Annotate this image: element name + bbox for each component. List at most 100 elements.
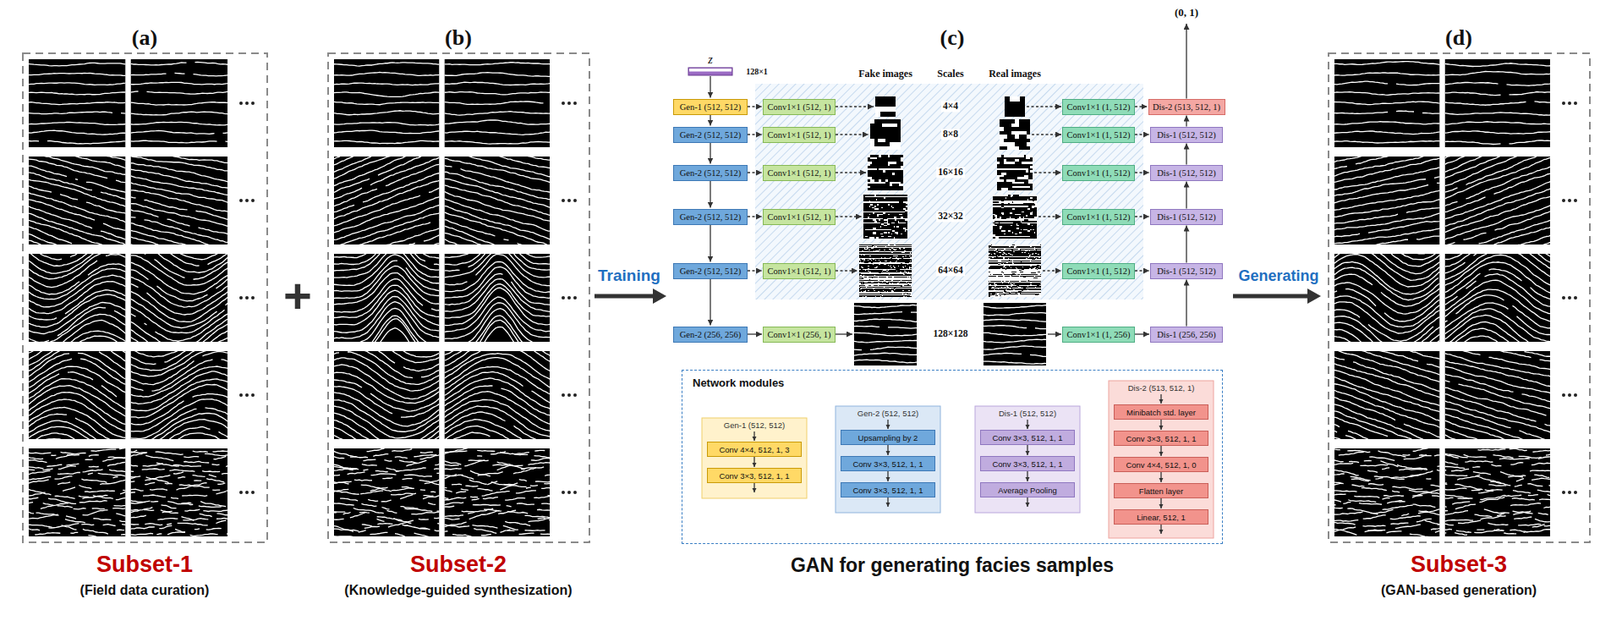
bedding-line xyxy=(1545,423,1551,426)
facies-pixel xyxy=(910,293,913,296)
bedding-line xyxy=(88,465,99,468)
bedding-line xyxy=(1426,363,1441,368)
facies-pixel xyxy=(992,213,996,216)
image-ground xyxy=(28,350,127,439)
bedding-line xyxy=(1362,525,1386,527)
bedding-line xyxy=(444,239,551,245)
image-ground xyxy=(131,448,229,537)
facies-pixel xyxy=(871,236,875,239)
facies-pixel xyxy=(863,253,866,256)
facies-pixel xyxy=(895,260,898,263)
bedding-line xyxy=(1445,92,1502,96)
bedding-line xyxy=(42,468,53,471)
facies-pixel xyxy=(868,292,877,295)
bedding-line xyxy=(382,477,393,479)
bedding-line xyxy=(444,448,469,454)
bedding-line xyxy=(1347,430,1407,439)
facies-pixel xyxy=(992,224,996,227)
bedding-line xyxy=(1384,299,1441,322)
facies-pixel xyxy=(880,196,894,198)
bedding-line xyxy=(1416,518,1432,522)
facies-pixel xyxy=(1003,233,1006,236)
facies-pixel xyxy=(900,216,904,219)
bedding-line xyxy=(334,296,440,334)
bedding-line xyxy=(1378,450,1407,457)
bedding-line xyxy=(1489,356,1551,369)
facies-pixel xyxy=(864,282,878,285)
facies-pixel xyxy=(1030,169,1033,173)
bedding-line xyxy=(444,399,551,431)
image-ground xyxy=(863,194,908,239)
facies-pixel xyxy=(870,138,875,143)
facies-pixel xyxy=(1006,168,1009,171)
bedding-line xyxy=(1348,460,1359,462)
bedding-line xyxy=(212,449,228,452)
bedding-line xyxy=(28,512,30,514)
bedding-line xyxy=(410,511,439,515)
bedding-line xyxy=(1522,394,1551,402)
bedding-line xyxy=(176,482,208,490)
bedding-line xyxy=(1547,494,1551,498)
bedding-line xyxy=(131,465,139,466)
bedding-line xyxy=(1445,394,1537,422)
more-dot xyxy=(239,490,243,494)
bedding-line xyxy=(85,459,94,461)
bedding-line xyxy=(334,474,340,477)
facies-pixel xyxy=(878,259,881,262)
facies-pixel xyxy=(863,222,868,225)
more-dot xyxy=(245,295,249,300)
bedding-line xyxy=(402,524,431,530)
facies-pixel xyxy=(882,201,897,203)
facies-pixel xyxy=(1031,224,1034,227)
facies-pixel xyxy=(1031,257,1034,259)
bedding-line xyxy=(157,518,178,521)
bedding-line xyxy=(206,527,222,530)
facies-pixel xyxy=(889,263,894,265)
facies-pixel xyxy=(1039,266,1042,269)
bedding-line xyxy=(455,491,466,494)
bedding-line xyxy=(444,468,462,470)
facies-pixel xyxy=(1032,229,1035,231)
facies-pixel xyxy=(1001,249,1003,252)
bedding-line xyxy=(451,483,462,486)
facies-pixel xyxy=(866,259,869,262)
bedding-line xyxy=(204,453,228,455)
facies-pixel xyxy=(893,289,895,291)
facies-pixel xyxy=(1010,168,1022,171)
facies-pixel xyxy=(1003,205,1006,208)
facies-pixel xyxy=(1035,252,1037,254)
bedding-line xyxy=(1512,498,1535,500)
facies-pixel xyxy=(1001,172,1006,176)
facies-pixel xyxy=(1031,252,1034,255)
bedding-line xyxy=(334,222,431,245)
bedding-line xyxy=(514,452,530,455)
bedding-line xyxy=(347,471,366,475)
facies-pixel xyxy=(1005,205,1012,208)
facies-pixel xyxy=(903,295,905,298)
facies-pixel xyxy=(1031,205,1038,208)
bedding-line xyxy=(436,472,439,475)
facies-pixel xyxy=(875,111,881,117)
bedding-line xyxy=(28,219,123,245)
facies-pixel xyxy=(1012,262,1014,264)
facies-pixel xyxy=(992,234,996,236)
facies-pixel xyxy=(988,252,991,255)
bedding-line xyxy=(394,243,440,245)
bedding-line xyxy=(131,470,135,472)
facies-pixel xyxy=(1034,216,1037,219)
bedding-line xyxy=(1406,207,1441,214)
facies-pixel xyxy=(1002,256,1005,258)
facies-pixel xyxy=(868,257,877,260)
bedding-line xyxy=(444,505,455,508)
bedding-line xyxy=(28,511,34,514)
facies-pixel xyxy=(1021,211,1025,214)
bedding-line xyxy=(334,427,385,439)
more-dot xyxy=(1573,101,1578,105)
image-ground xyxy=(334,448,440,537)
facies-pixel xyxy=(903,273,905,275)
facies-pixel xyxy=(1002,213,1004,216)
bedding-line xyxy=(131,449,138,454)
bedding-line xyxy=(1523,529,1551,533)
bedding-line xyxy=(334,350,440,363)
